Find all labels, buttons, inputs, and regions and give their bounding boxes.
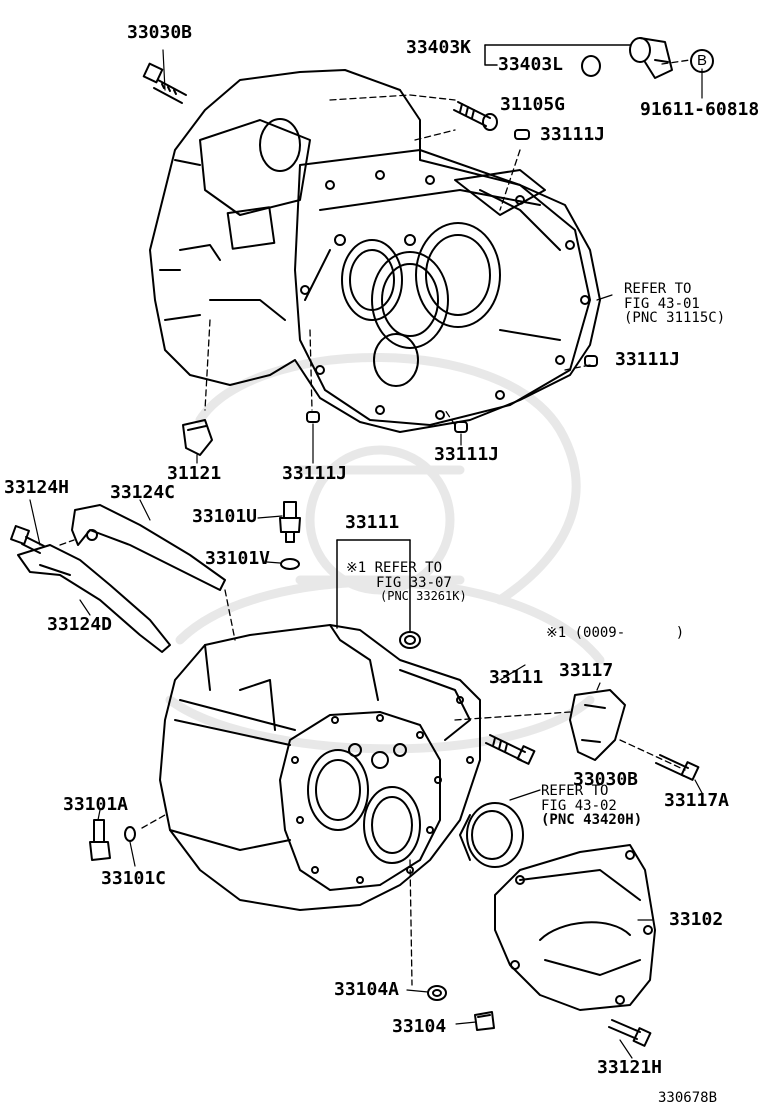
label-33403l[interactable]: 33403L — [498, 54, 564, 75]
note-line: (PNC 33261K) — [380, 589, 467, 604]
label-33111-top[interactable]: 33111 — [345, 512, 400, 533]
note-line: REFER TO — [624, 281, 692, 297]
pin-33111j-b — [584, 355, 598, 367]
label-91611-60818[interactable]: 91611-60818 — [640, 99, 760, 120]
note-line: FIG 43-02 — [541, 797, 617, 814]
label-33111-mid[interactable]: 33111 — [489, 667, 544, 688]
label-33111j-a[interactable]: 33111J — [540, 124, 606, 145]
label-33124c[interactable]: 33124C — [110, 482, 176, 503]
label-33117[interactable]: 33117 — [559, 660, 614, 681]
pin-33111j-a — [514, 129, 530, 140]
label-33101u[interactable]: 33101U — [192, 506, 258, 527]
stiffener-plate-33124d — [17, 544, 171, 653]
transmission-case-lower — [159, 624, 481, 911]
label-33124h[interactable]: 33124H — [4, 477, 70, 498]
label-33101v[interactable]: 33101V — [205, 548, 271, 569]
label-33102[interactable]: 33102 — [669, 909, 724, 930]
leader-lines-upper — [204, 59, 691, 426]
note-refer-fig-43-01: REFER TO FIG 43-01 (PNC 31115C) — [624, 282, 725, 326]
watermark — [165, 353, 605, 754]
label-31121[interactable]: 31121 — [167, 463, 222, 484]
speedometer-driven-gear-33403k — [629, 37, 673, 79]
note-line: ※1 REFER TO — [346, 560, 443, 576]
label-33121h[interactable]: 33121H — [597, 1057, 663, 1078]
gasket-33101v — [280, 558, 300, 570]
label-31105g[interactable]: 31105G — [500, 94, 566, 115]
label-33030b-mid[interactable]: 33030B — [573, 769, 639, 790]
pointer-lines-lower — [29, 49, 703, 1059]
circle-b-marker: B — [690, 49, 714, 73]
washer-33101c — [124, 826, 136, 842]
note-line: REFER TO — [541, 783, 609, 799]
pin-33111j-d — [454, 421, 468, 433]
label-33030b-top[interactable]: 33030B — [127, 22, 193, 43]
bracket-lines-33403 — [484, 44, 631, 66]
label-33111j-d[interactable]: 33111J — [434, 444, 500, 465]
oil-seal-43420h — [459, 802, 524, 868]
note-line: (PNC 43420H) — [541, 812, 643, 829]
bracket-lines-33111 — [336, 539, 411, 633]
bolt-33117a — [655, 754, 700, 781]
plug-33101u — [279, 501, 301, 543]
label-33124d[interactable]: 33124D — [47, 614, 113, 635]
leader-lines-lower — [141, 711, 686, 986]
bolt-33030b-top — [142, 62, 187, 104]
leader-stiffener — [59, 539, 236, 641]
bolt-33030b-mid — [485, 734, 536, 765]
bolt-33124h — [10, 525, 45, 554]
label-33101a[interactable]: 33101A — [63, 794, 129, 815]
label-33403k[interactable]: 33403K — [406, 37, 472, 58]
label-33104[interactable]: 33104 — [392, 1016, 447, 1037]
figure-number: 330678B — [658, 1090, 718, 1106]
note-line: FIG 43-01 — [624, 295, 700, 312]
footnote-date-range: ※1 (0009- ) — [546, 625, 685, 641]
plug-33104a-gasket — [427, 985, 447, 1001]
label-33111j-c[interactable]: 33111J — [282, 463, 348, 484]
label-33104a[interactable]: 33104A — [334, 979, 400, 1000]
transaxle-case-upper — [149, 69, 601, 433]
bolt-33101a — [89, 819, 111, 861]
bolt-31105g — [453, 101, 498, 131]
label-33101c[interactable]: 33101C — [101, 868, 167, 889]
seal-33403l — [581, 55, 601, 77]
note-line: (PNC 31115C) — [624, 310, 726, 327]
pointer-lines-upper — [596, 68, 703, 301]
cover-31121 — [182, 419, 213, 456]
label-33117a[interactable]: 33117A — [664, 790, 730, 811]
seal-33111 — [399, 631, 421, 649]
plug-33104 — [474, 1011, 495, 1031]
stiffener-plate-33124c — [71, 504, 226, 591]
note-line: FIG 33-07 — [376, 574, 452, 591]
note-refer-fig-43-02: REFER TO FIG 43-02 (PNC 43420H) — [541, 784, 642, 828]
bolt-33121h — [608, 1019, 652, 1047]
bracket-33117 — [569, 689, 626, 761]
pin-33111j-c — [306, 411, 320, 423]
note-refer-fig-33-07: ※1 REFER TO FIG 33-07 (PNC 33261K) — [346, 561, 467, 603]
label-33111j-b[interactable]: 33111J — [615, 349, 681, 370]
cover-33102 — [494, 844, 656, 1011]
